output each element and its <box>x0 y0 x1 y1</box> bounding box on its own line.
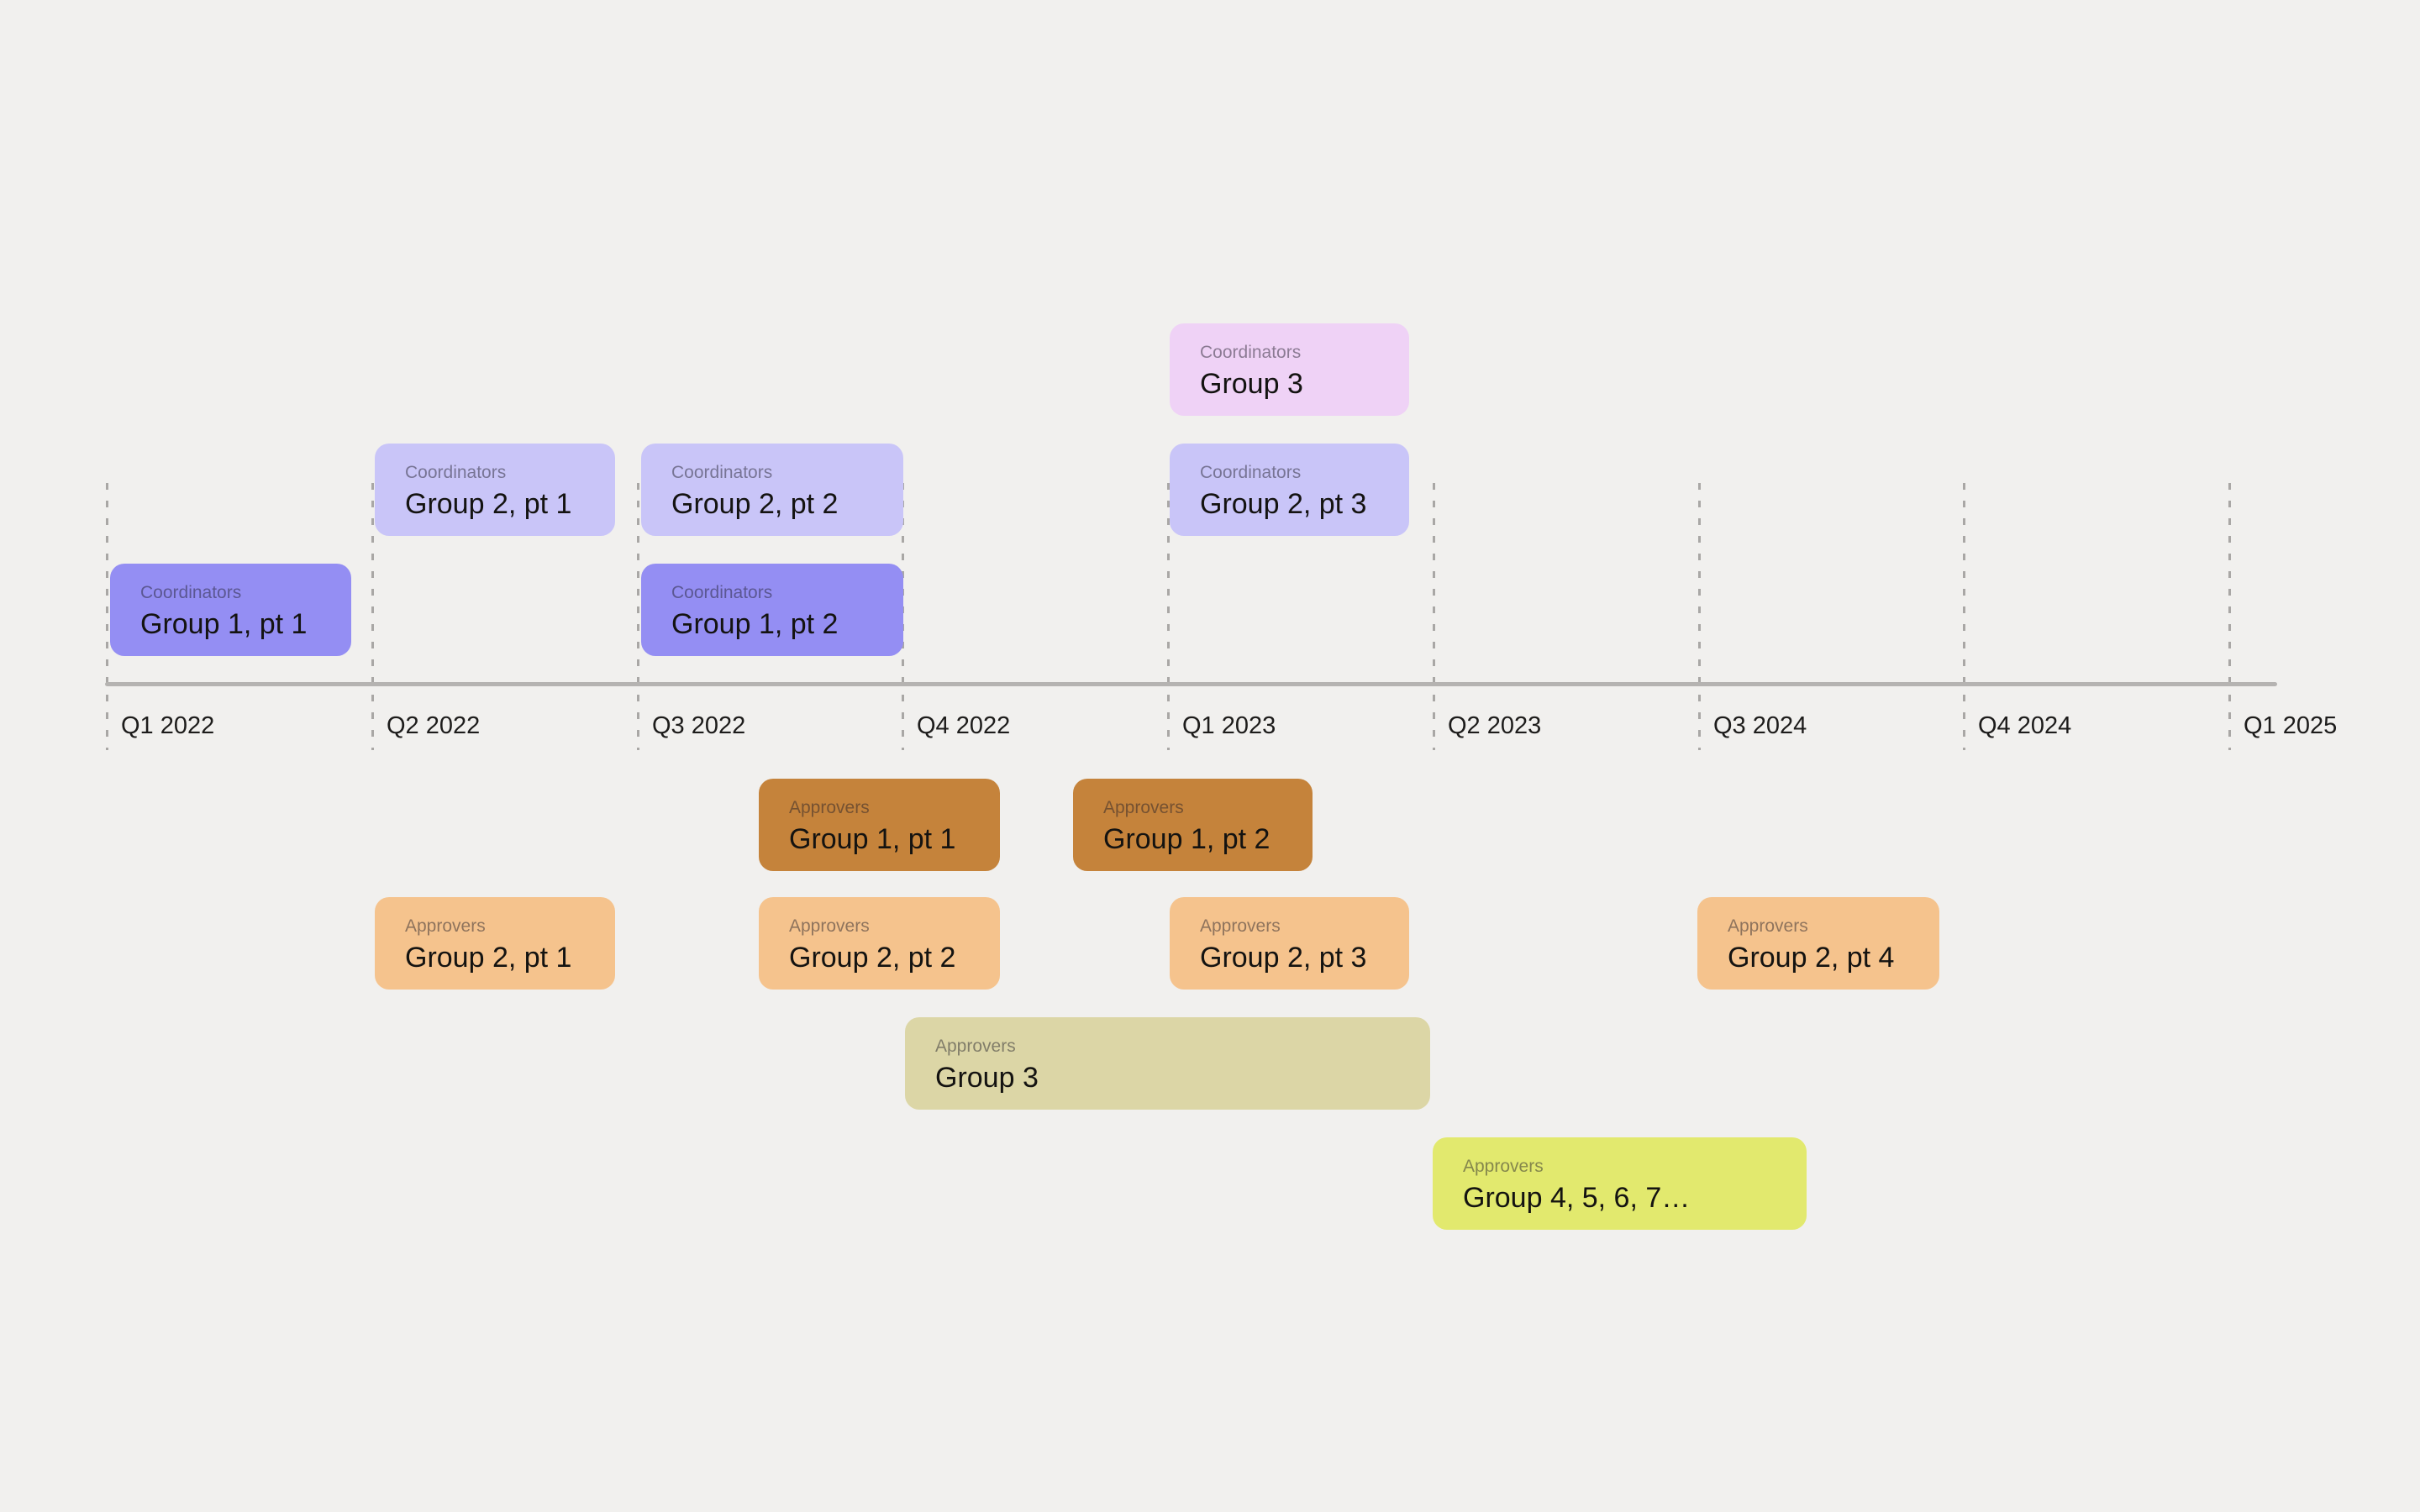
task-bar-category: Approvers <box>1463 1157 1544 1176</box>
task-bar-title: Group 2, pt 3 <box>1200 488 1367 520</box>
quarter-gridline <box>1433 483 1435 750</box>
task-bar-title: Group 2, pt 4 <box>1728 942 1895 974</box>
quarter-tick-label: Q3 2024 <box>1713 712 1807 739</box>
task-bar-category: Coordinators <box>671 583 773 602</box>
quarter-tick-label: Q2 2022 <box>387 712 481 739</box>
task-bar-category: Coordinators <box>671 463 773 482</box>
task-bar-category: Coordinators <box>1200 463 1302 482</box>
quarter-tick-label: Q4 2024 <box>1978 712 2072 739</box>
task-bar-title: Group 1, pt 1 <box>140 608 308 640</box>
quarter-tick-label: Q4 2022 <box>917 712 1011 739</box>
task-bar-category: Approvers <box>1103 798 1184 817</box>
task-bar-title: Group 2, pt 2 <box>671 488 839 520</box>
quarter-gridline <box>106 483 108 750</box>
task-bar-category: Coordinators <box>405 463 507 482</box>
task-bar-title: Group 1, pt 2 <box>671 608 839 640</box>
quarter-tick-label: Q3 2022 <box>652 712 746 739</box>
task-bar-title: Group 2, pt 2 <box>789 942 956 974</box>
task-bar-category: Approvers <box>935 1037 1016 1056</box>
task-bar-category: Coordinators <box>1200 343 1302 362</box>
task-bar-title: Group 1, pt 1 <box>789 823 956 855</box>
quarter-gridline <box>371 483 374 750</box>
task-bar-title: Group 4, 5, 6, 7… <box>1463 1182 1691 1214</box>
quarter-gridline <box>637 483 639 750</box>
quarter-tick-label: Q1 2022 <box>121 712 215 739</box>
task-bar-category: Coordinators <box>140 583 242 602</box>
quarter-tick-label: Q1 2023 <box>1182 712 1276 739</box>
task-bar-category: Approvers <box>1200 916 1281 936</box>
task-bar-title: Group 3 <box>935 1062 1039 1094</box>
quarter-gridline <box>1698 483 1701 750</box>
task-bar-title: Group 2, pt 3 <box>1200 942 1367 974</box>
quarter-tick-label: Q1 2025 <box>2244 712 2338 739</box>
task-bar-title: Group 1, pt 2 <box>1103 823 1270 855</box>
task-bar-category: Approvers <box>405 916 486 936</box>
task-bar-category: Approvers <box>789 916 870 936</box>
task-bar-title: Group 2, pt 1 <box>405 942 572 974</box>
quarter-gridline <box>1167 483 1170 750</box>
task-bar-category: Approvers <box>1728 916 1808 936</box>
task-bar-category: Approvers <box>789 798 870 817</box>
quarter-tick-label: Q2 2023 <box>1448 712 1542 739</box>
quarter-gridline <box>2228 483 2231 750</box>
task-bar-title: Group 2, pt 1 <box>405 488 572 520</box>
quarter-gridline <box>1963 483 1965 750</box>
timeline-axis-line <box>105 682 2277 686</box>
task-bar-title: Group 3 <box>1200 368 1303 400</box>
